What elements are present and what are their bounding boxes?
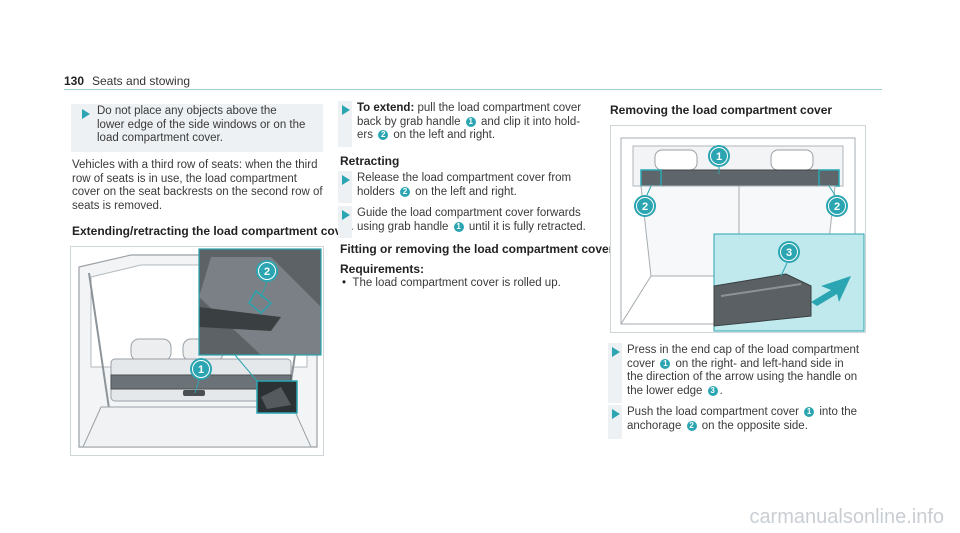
callout-2-icon: 2 bbox=[686, 420, 697, 431]
heading-removing: Removing the load compartment cover bbox=[610, 103, 833, 117]
callout-1-icon: 1 bbox=[660, 358, 671, 369]
callout-3: 3 bbox=[786, 247, 792, 259]
bullet-arrow-icon bbox=[342, 105, 350, 115]
bullet-arrow-icon bbox=[342, 210, 350, 220]
requirement-item: • The load compartment cover is rolled u… bbox=[342, 277, 561, 289]
section-title: Seats and stowing bbox=[92, 74, 191, 88]
callout-3-icon: 3 bbox=[707, 385, 718, 396]
section-heading-extending: Extending/retracting the load compartmen… bbox=[72, 224, 353, 238]
step-guide: Guide the load compartment cover forward… bbox=[357, 207, 586, 233]
callout-1-icon: 1 bbox=[465, 116, 476, 127]
callout-1-icon: 1 bbox=[804, 407, 815, 417]
callout-2-icon: 2 bbox=[378, 130, 389, 140]
intro-text: Vehicles with a third row of seats: when… bbox=[72, 159, 323, 212]
heading-retracting: Retracting bbox=[340, 154, 400, 168]
callout-1: 1 bbox=[716, 151, 722, 163]
bullet-arrow-icon bbox=[342, 175, 350, 185]
callout-2-right: 2 bbox=[834, 201, 840, 213]
callout-1: 1 bbox=[198, 364, 204, 376]
note-box bbox=[71, 104, 323, 152]
step-push: Push the load compartment cover 1 into t… bbox=[627, 406, 858, 432]
bullet-arrow-icon bbox=[82, 109, 90, 119]
callout-2-left: 2 bbox=[642, 201, 648, 213]
callout-2-icon: 2 bbox=[399, 186, 410, 197]
header-divider bbox=[64, 89, 882, 90]
heading-fitting-removing: Fitting or removing the load compartment… bbox=[340, 242, 614, 256]
figure-removing: 1 2 2 3 bbox=[610, 125, 866, 333]
bullet-arrow-icon bbox=[612, 347, 620, 357]
step-press: Press in the end cap of the load compart… bbox=[627, 344, 860, 397]
figure-extending: 2 1 bbox=[70, 246, 324, 456]
note-text: Do not place any objects above the lower… bbox=[97, 105, 306, 144]
requirements-label: Requirements: bbox=[340, 262, 425, 276]
step-release: Release the load compartment cover from … bbox=[357, 172, 572, 198]
car-interior-illustration: 2 1 bbox=[71, 247, 323, 455]
bullet-arrow-icon bbox=[612, 409, 620, 419]
callout-1-icon: 1 bbox=[453, 221, 464, 232]
step-bar bbox=[608, 343, 622, 403]
load-compartment-illustration: 1 2 2 3 bbox=[611, 126, 865, 332]
page-number: 130 bbox=[64, 74, 85, 88]
step-extend: To extend: pull the load compartment cov… bbox=[357, 102, 582, 141]
watermark: carmanualsonline.info bbox=[749, 506, 944, 528]
callout-2: 2 bbox=[264, 266, 270, 278]
